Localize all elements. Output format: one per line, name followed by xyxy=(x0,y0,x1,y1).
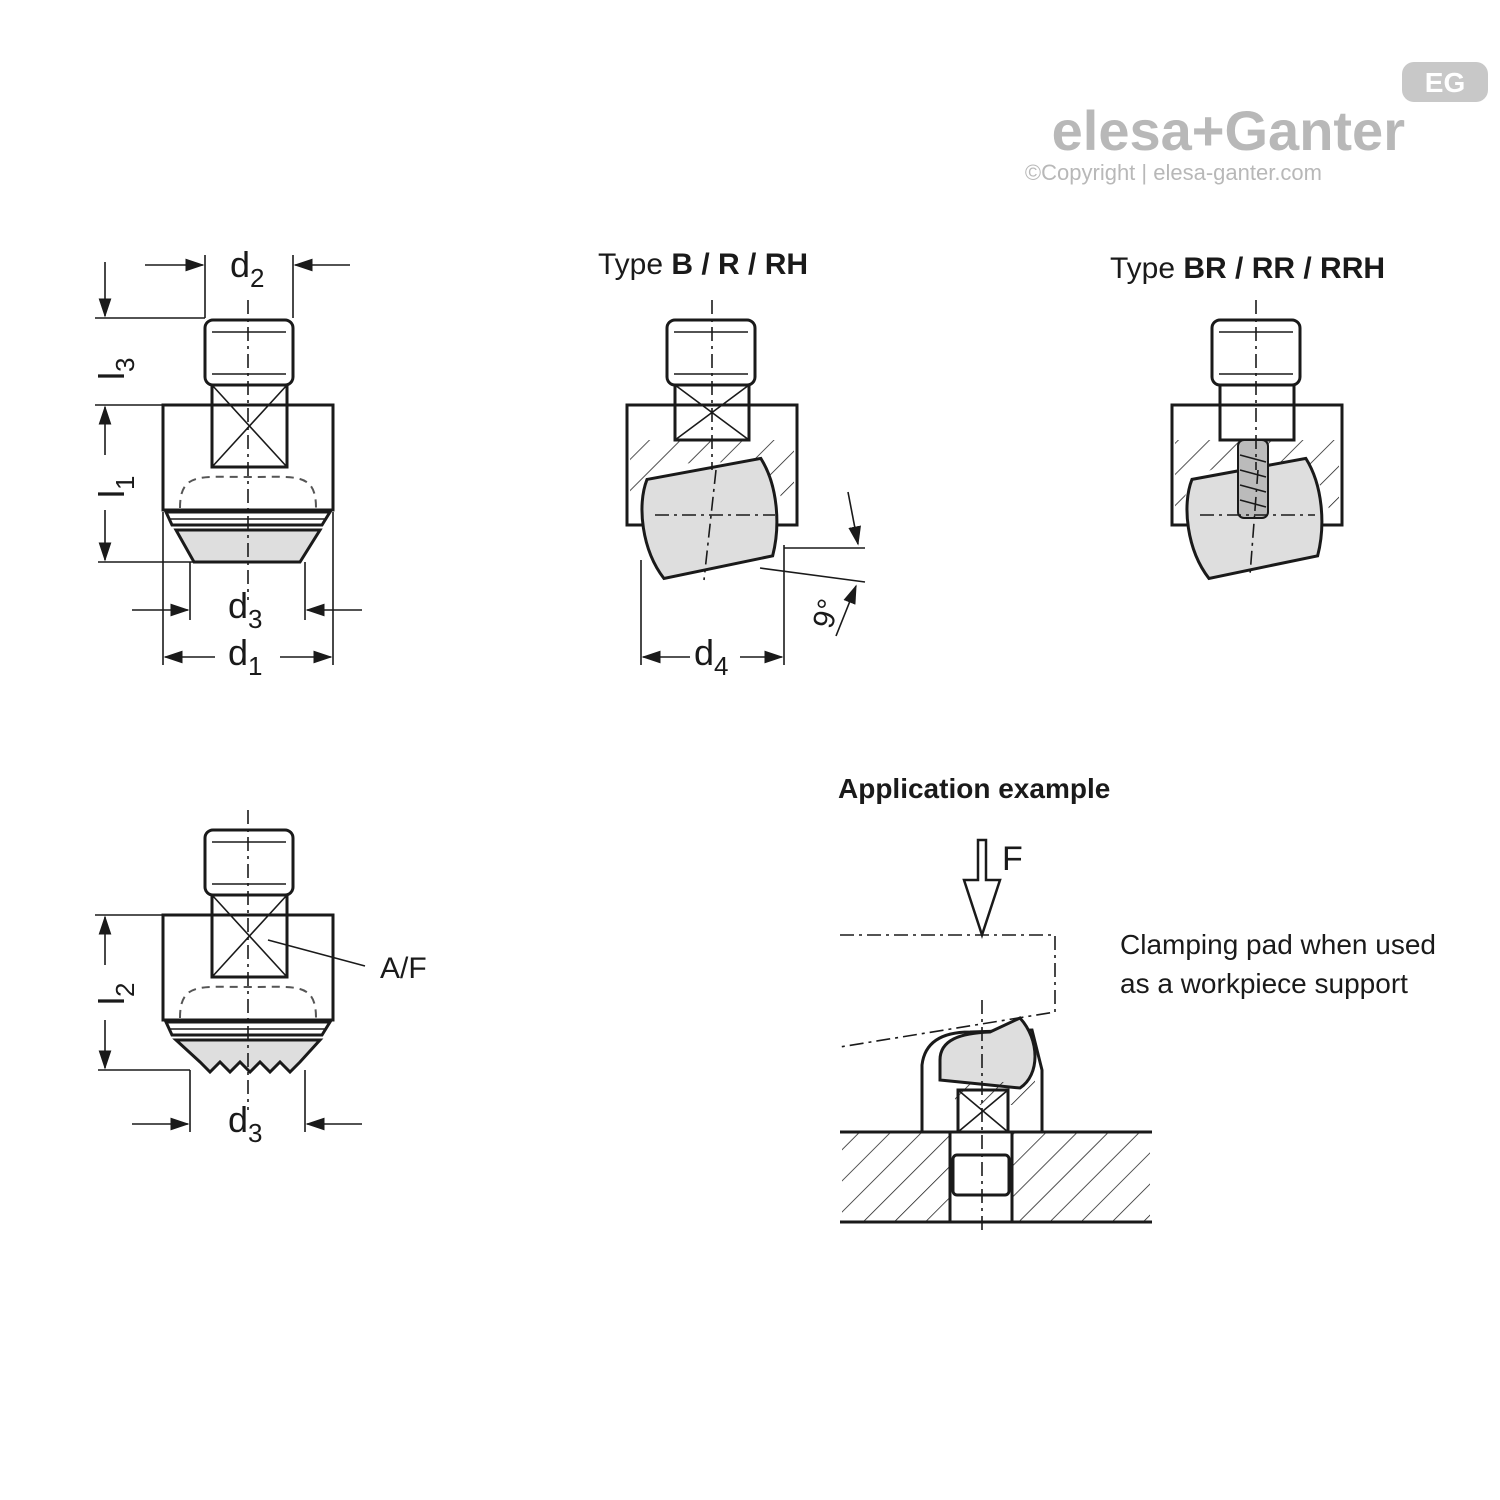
heading-type-b: Type B / R / RH xyxy=(598,248,808,281)
view-l2: A/F l2 d3 xyxy=(91,810,427,1148)
view-main-dimensioned: d2 l3 l1 d3 d1 xyxy=(91,244,362,681)
force-arrow xyxy=(962,838,1002,940)
application-note-line2: as a workpiece support xyxy=(1120,968,1408,999)
application-pad xyxy=(920,1028,1044,1134)
heading-application: Application example xyxy=(838,773,1110,804)
hex-socket xyxy=(210,383,289,469)
dim-d3-bottom: d3 xyxy=(228,1099,263,1148)
dim-l3: l3 xyxy=(91,358,140,380)
thread-stud xyxy=(203,318,295,387)
copyright-text: ©Copyright | elesa-ganter.com xyxy=(1025,160,1322,185)
label-force: F xyxy=(1002,840,1023,878)
heading-type-br: Type BR / RR / RRH xyxy=(1110,252,1385,285)
dim-d2: d2 xyxy=(230,244,265,293)
view-type-b: Type B / R / RH d4 9° xyxy=(598,248,866,681)
brand-badge: EG xyxy=(1425,67,1465,98)
retaining-screw xyxy=(1237,439,1269,519)
application-note-line1: Clamping pad when used xyxy=(1120,929,1436,960)
swivel-ball-b xyxy=(640,456,779,581)
brand-logo-text: elesa+Ganter xyxy=(1052,99,1405,162)
dim-l2: l2 xyxy=(91,983,140,1005)
dim-d1: d1 xyxy=(228,632,263,681)
label-af: A/F xyxy=(380,952,427,985)
view-type-br: Type BR / RR / RRH xyxy=(1110,252,1385,581)
dim-l1: l1 xyxy=(91,476,140,498)
dim-d4: d4 xyxy=(694,632,729,681)
brand-logo: EG elesa+Ganter ©Copyright | elesa-gante… xyxy=(1025,62,1488,185)
application-example: Application example F Clamping pad when … xyxy=(838,773,1436,1235)
dim-d3-top: d3 xyxy=(228,585,263,634)
